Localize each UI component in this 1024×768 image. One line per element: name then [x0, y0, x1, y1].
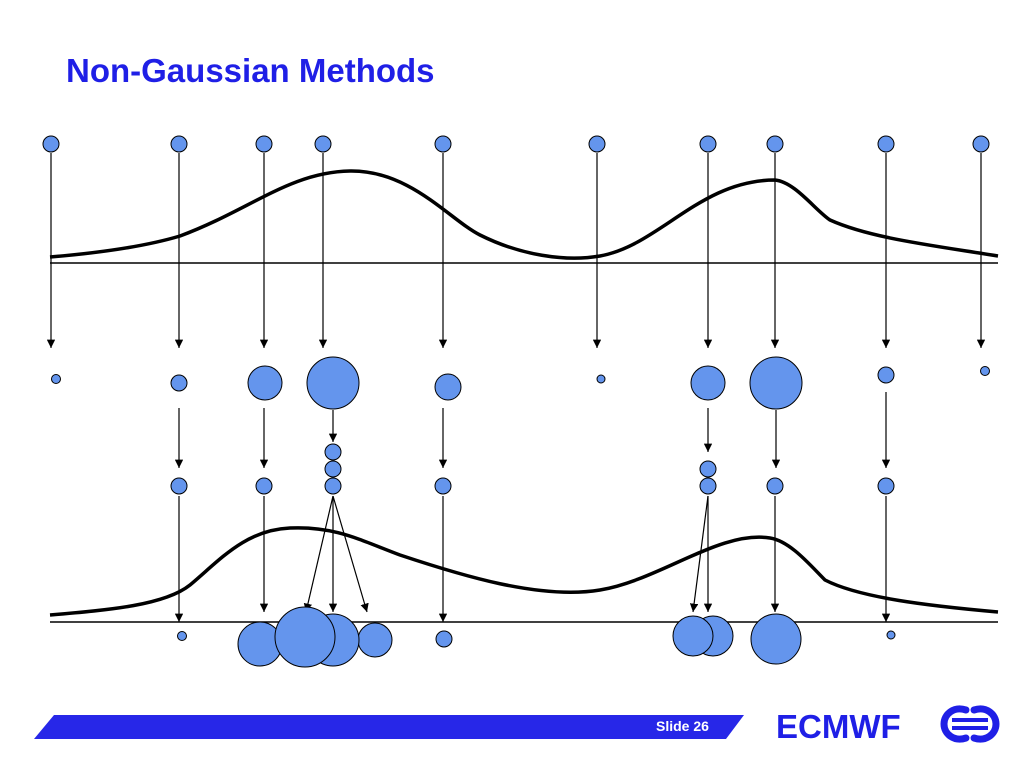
initial-particle [255, 135, 273, 153]
resampled-particle [877, 477, 895, 495]
posterior-pdf-curve [49, 526, 999, 617]
initial-particle [766, 135, 784, 153]
ecmwf-wordmark: ECMWF [776, 708, 901, 745]
posterior-particles [177, 606, 896, 668]
weighted-particle [170, 374, 188, 392]
resampling-arrows [174, 392, 891, 468]
resampled-particle [766, 477, 784, 495]
initial-particle [588, 135, 606, 153]
footer-bar [34, 715, 744, 739]
weighted-particle [877, 366, 895, 384]
forecast-arrows [174, 495, 891, 622]
resampled-particle [324, 443, 342, 461]
initial-particle [170, 135, 188, 153]
initial-particle [314, 135, 332, 153]
resampled-particle [699, 477, 717, 495]
initial-particle [699, 135, 717, 153]
resampled-particle [699, 460, 717, 478]
ecmwf-logo-icon [940, 705, 1000, 743]
forecast-arrow [332, 495, 369, 613]
posterior-particle [357, 622, 393, 658]
weighted-particle [434, 373, 462, 401]
resampled-particle [324, 460, 342, 478]
weighted-particles [51, 356, 990, 410]
prior-distribution [49, 169, 999, 264]
weighted-particle [690, 365, 726, 401]
weighted-particle [596, 374, 606, 384]
posterior-particle [435, 630, 453, 648]
resampled-particle [170, 477, 188, 495]
initial-particle [434, 135, 452, 153]
weighted-particle [51, 374, 61, 384]
initial-particle [42, 135, 60, 153]
posterior-particle [750, 613, 802, 665]
initial-particles [42, 135, 990, 153]
resampled-particles [170, 443, 895, 495]
weighted-particle [306, 356, 360, 410]
weighted-particle [749, 356, 803, 410]
weighted-particle [247, 365, 283, 401]
posterior-particle [274, 606, 336, 668]
slide-number: Slide 26 [656, 718, 709, 734]
weighting-arrows [46, 153, 986, 348]
initial-particle [972, 135, 990, 153]
prior-pdf-curve [49, 169, 999, 260]
slide-title: Non-Gaussian Methods [66, 52, 435, 89]
posterior-particle [177, 631, 187, 641]
weighted-particle [980, 366, 990, 376]
non-gaussian-diagram [42, 135, 999, 668]
initial-particle [877, 135, 895, 153]
forecast-arrow [303, 495, 334, 613]
posterior-distribution [49, 526, 999, 623]
resampled-particle [324, 477, 342, 495]
posterior-particle [672, 615, 714, 657]
resampled-particle [255, 477, 273, 495]
posterior-particle [886, 630, 896, 640]
resampled-particle [434, 477, 452, 495]
